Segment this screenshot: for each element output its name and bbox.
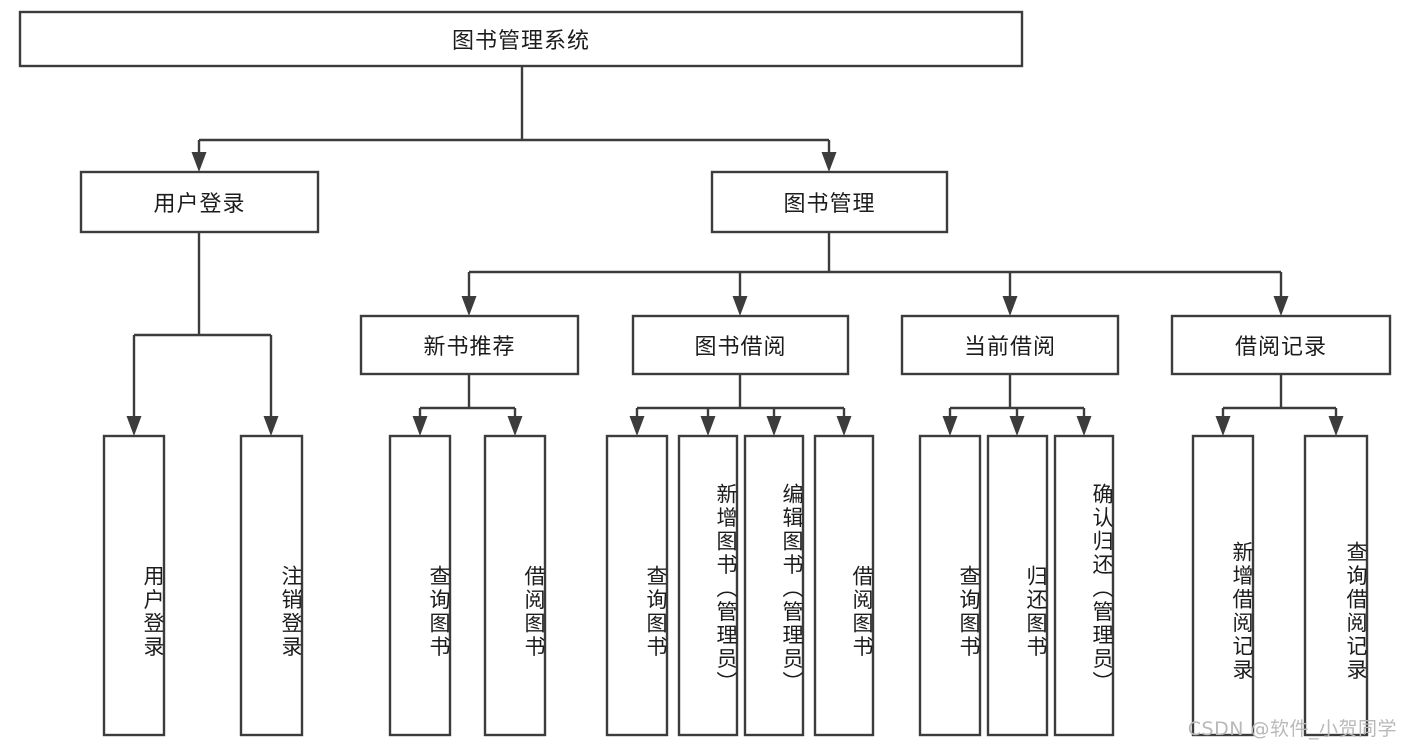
group-0-drop-0-arrow-icon xyxy=(412,416,428,436)
node-box-layer xyxy=(18,10,1392,737)
level3-node-2-box[interactable] xyxy=(900,314,1120,376)
login-drop-1-arrow-icon xyxy=(263,416,279,436)
level2-node-0-box[interactable] xyxy=(79,170,320,234)
manage-drop-0-arrow-icon xyxy=(461,296,477,316)
group-1-drop-2-arrow-icon xyxy=(766,416,782,436)
group-0-drop-1-arrow-icon xyxy=(507,416,523,436)
leaf-node-9-box[interactable] xyxy=(986,434,1049,737)
leaf-node-4-box[interactable] xyxy=(605,434,669,737)
group-3-drop-1-arrow-icon xyxy=(1328,416,1344,436)
group-2-drop-0-arrow-icon xyxy=(942,416,958,436)
leaf-node-1-box[interactable] xyxy=(239,434,304,737)
group-1-drop-3-arrow-icon xyxy=(836,416,852,436)
watermark-text: CSDN @软件_小贺同学 xyxy=(1187,718,1397,740)
leaf-node-6-box[interactable] xyxy=(743,434,805,737)
login-drop-0-arrow-icon xyxy=(126,416,142,436)
level2-node-1-box[interactable] xyxy=(710,170,949,234)
leaf-node-2-box[interactable] xyxy=(388,434,452,737)
manage-drop-3-arrow-icon xyxy=(1273,296,1289,316)
root-drop-0-arrow-icon xyxy=(191,152,207,172)
root-node-box[interactable] xyxy=(18,10,1024,68)
group-1-drop-1-arrow-icon xyxy=(700,416,716,436)
manage-drop-1-arrow-icon xyxy=(732,296,748,316)
level3-node-3-box[interactable] xyxy=(1170,314,1392,376)
leaf-node-3-box[interactable] xyxy=(483,434,547,737)
leaf-node-5-box[interactable] xyxy=(677,434,739,737)
leaf-node-0-box[interactable] xyxy=(102,434,166,737)
connector-layer xyxy=(126,66,1344,436)
level3-node-0-box[interactable] xyxy=(359,314,580,376)
group-2-drop-2-arrow-icon xyxy=(1076,416,1092,436)
leaf-node-11-box[interactable] xyxy=(1191,434,1255,737)
manage-drop-2-arrow-icon xyxy=(1002,296,1018,316)
leaf-node-10-box[interactable] xyxy=(1053,434,1115,737)
group-3-drop-0-arrow-icon xyxy=(1215,416,1231,436)
group-1-drop-0-arrow-icon xyxy=(629,416,645,436)
leaf-node-8-box[interactable] xyxy=(918,434,982,737)
root-drop-1-arrow-icon xyxy=(821,152,837,172)
leaf-node-7-box[interactable] xyxy=(813,434,875,737)
leaf-node-12-box[interactable] xyxy=(1303,434,1369,737)
group-2-drop-1-arrow-icon xyxy=(1009,416,1025,436)
level3-node-1-box[interactable] xyxy=(631,314,850,376)
